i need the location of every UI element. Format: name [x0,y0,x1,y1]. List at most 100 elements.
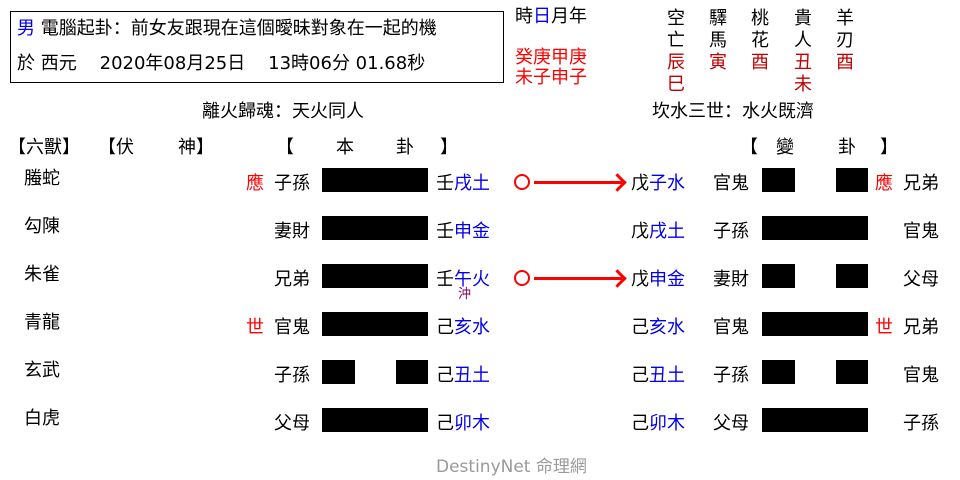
heavenly-stem: 戊 [631,221,649,242]
shensha-name: 刃 [836,30,854,51]
changed-ying-marker: 應 [875,173,893,194]
header-changed-open: 【 [740,137,758,158]
heavenly-stem: 己 [436,413,454,434]
pillar-label-month: 月 [551,6,569,27]
yang-line [762,312,868,336]
earthly-branch: 丑土 [454,365,490,386]
shensha-yima: 驛 馬 寅 [709,8,727,74]
header-six-beasts: 【六獸】 [8,137,80,158]
footer-watermark: DestinyNet 命理網 [436,457,587,477]
yang-line [322,312,428,336]
stem-hour: 癸 [515,47,533,68]
shensha-guiren: 貴 人 丑 未 [794,8,812,96]
six-relation: 子孫 [274,365,310,386]
changed-stem-branch: 己丑土 [631,365,685,387]
shensha-name: 人 [794,30,812,51]
shensha-name: 空 [667,8,685,29]
earthly-branch: 卯木 [454,413,490,434]
stem-branch: 己亥水 [436,317,490,339]
changed-hidden-relation: 父母 [903,269,939,290]
changed-relation: 官鬼 [713,173,749,194]
stem-day: 庚 [533,47,551,68]
earthly-branch: 卯木 [649,413,685,434]
six-relation: 妻財 [274,221,310,242]
changed-stem-branch: 戊戌土 [631,221,685,243]
yang-line [322,264,428,288]
stem-branch: 壬午火 [436,269,490,291]
yang-line [322,408,428,432]
earthly-branch: 午火 [454,269,490,290]
yang-line [762,408,868,432]
shensha-name: 馬 [709,30,727,51]
changed-hidden-relation: 子孫 [903,413,939,434]
heavenly-stem: 己 [631,413,649,434]
header-changed-a: 變 [776,137,794,158]
shensha-value: 酉 [751,52,769,73]
earthly-branch: 戌土 [649,221,685,242]
six-relation: 子孫 [274,173,310,194]
six-beast: 白虎 [24,408,60,429]
six-beast: 朱雀 [24,264,60,285]
moving-circle-icon [514,270,530,286]
main-hexagram-name: 離火歸魂：天火同人 [202,101,364,122]
stem-month: 甲 [551,47,569,68]
changed-hidden-relation: 兄弟 [903,317,939,338]
yin-line-right [836,360,868,384]
branch-year: 子 [569,67,587,88]
earthly-branch: 申金 [649,269,685,290]
yin-line-left [762,360,795,384]
pillar-label-hour: 時 [515,6,533,27]
changed-hidden-relation: 官鬼 [903,365,939,386]
heavenly-stem: 己 [436,365,454,386]
shensha-value: 寅 [709,52,727,73]
gender-label: 男 [17,18,35,39]
moving-circle-icon [514,174,530,190]
six-beast: 青龍 [24,312,60,333]
arrow-line [534,277,622,280]
changed-stem-branch: 己卯木 [631,413,685,435]
six-relation: 父母 [274,413,310,434]
branch-month: 申 [551,67,569,88]
header-hidden-spirit-open: 【伏 [98,137,134,158]
six-beast: 玄武 [24,360,60,381]
yang-line [322,168,428,192]
header-main-a: 本 [336,137,354,158]
branch-hour: 未 [515,67,533,88]
shi-marker: 世 [246,317,264,338]
header-changed-close: 】 [880,137,898,158]
shensha-name: 桃 [751,8,769,29]
moving-line-arrow [514,268,627,288]
divination-info-box [10,11,504,83]
arrow-line [534,181,622,184]
changed-relation: 父母 [713,413,749,434]
shensha-name: 貴 [794,8,812,29]
header-hidden-spirit-close: 神】 [178,137,214,158]
changed-relation: 妻財 [713,269,749,290]
date-prefix: 於 西元 [17,53,77,74]
stem-branch: 壬申金 [436,221,490,243]
yin-line-left [322,360,355,384]
pillar-stems: 癸庚甲庚 [515,48,587,68]
arrow-head-icon [608,269,627,288]
earthly-branch: 丑土 [649,365,685,386]
six-relation: 兄弟 [274,269,310,290]
pillar-branches: 未子申子 [515,68,587,88]
changed-relation: 子孫 [713,221,749,242]
changed-relation: 官鬼 [713,317,749,338]
moving-line-arrow [514,172,627,192]
earthly-branch: 子水 [649,173,685,194]
yin-line-right [836,264,868,288]
header-main-close: 】 [440,137,458,158]
date-value: 2020年08月25日 [99,53,246,74]
yin-line-left [762,168,795,192]
divination-title: 電腦起卦：前女友跟現在這個曖昧對象在一起的機 [40,18,437,39]
earthly-branch: 戌土 [454,173,490,194]
changed-hidden-relation: 官鬼 [903,221,939,242]
shensha-kongwang: 空 亡 辰 巳 [667,8,685,96]
changed-relation: 子孫 [713,365,749,386]
shensha-value: 巳 [667,74,685,95]
shensha-name: 花 [751,30,769,51]
shensha-name: 亡 [667,30,685,51]
earthly-branch: 亥水 [454,317,490,338]
branch-day: 子 [533,67,551,88]
